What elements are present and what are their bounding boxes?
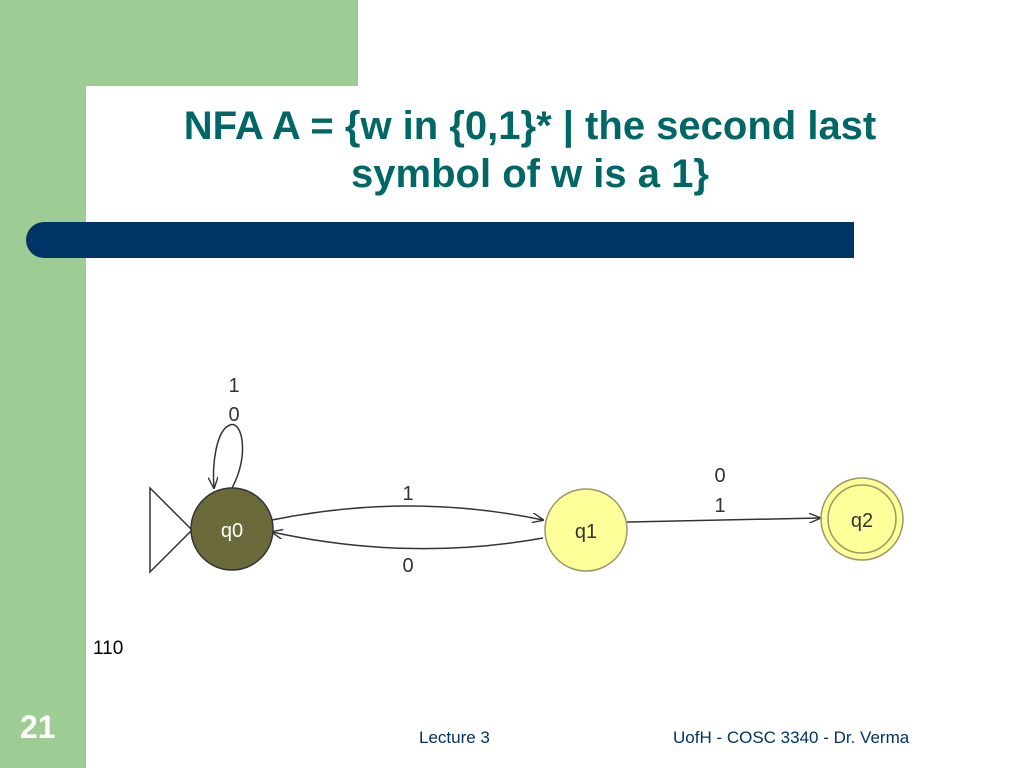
state-q1-label: q1 (575, 521, 597, 543)
transition-q1-q2-label-1: 1 (714, 495, 725, 517)
slide-title: NFA A = {w in {0,1}* | the second last s… (100, 102, 960, 198)
transition-q1-q2-label-0: 0 (714, 465, 725, 487)
transition-q0-q1 (271, 505, 543, 520)
transition-q1-q0 (272, 532, 544, 550)
example-string-note: 110 (93, 638, 124, 659)
state-q1-circle (544, 488, 628, 572)
loop-label-1: 1 (228, 375, 239, 397)
state-q2-accept-ring (827, 484, 897, 554)
left-green-band (0, 0, 86, 768)
state-q0-label: q0 (221, 520, 243, 542)
transition-q1-q2 (626, 518, 820, 522)
slide-title-line-1: NFA A = {w in {0,1}* | the second last (183, 104, 877, 148)
title-underline-bar (26, 222, 854, 258)
footer-lecture: Lecture 3 (419, 728, 490, 747)
state-q1: q1 (544, 488, 628, 572)
loop-label-0: 0 (228, 404, 239, 426)
footer-course: UofH - COSC 3340 - Dr. Verma (673, 728, 910, 747)
transition-q1-q0-label: 0 (402, 555, 413, 577)
top-green-band (0, 0, 358, 86)
state-q2-label: q2 (851, 510, 873, 532)
transition-q0-q1-label: 1 (402, 483, 413, 505)
start-state-triangle (149, 486, 194, 574)
state-q2: q2 (820, 477, 904, 561)
state-q0-circle (190, 487, 274, 571)
slide-title-line-2: symbol of w is a 1} (351, 152, 709, 196)
slide-number: 21 (20, 709, 56, 745)
state-q0: q0 (190, 487, 274, 571)
content-corner (86, 86, 206, 206)
state-q2-outer-circle (820, 477, 904, 561)
transition-q0-self-loop (214, 423, 244, 488)
